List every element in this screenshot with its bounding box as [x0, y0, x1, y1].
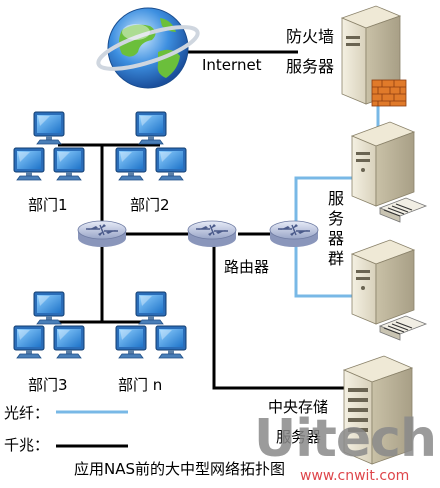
legend-gigabit-label: 千兆：: [4, 436, 49, 454]
figure-caption: 应用NAS前的大中型网络拓扑图: [74, 460, 285, 478]
dept-n-label: 部门 n: [118, 376, 162, 394]
server-group-label: 服 务 器 群: [328, 189, 344, 268]
legend-fiber-label: 光纤：: [4, 404, 49, 422]
computer-icon: [115, 325, 147, 359]
firewall-bricks: [371, 79, 407, 107]
firewall-server-icon: [340, 5, 407, 107]
router-icon: [269, 220, 319, 248]
firewall-label-line1: 防火墙: [286, 27, 334, 46]
department-3-computers: [13, 291, 85, 359]
legend: 光纤： 千兆：: [4, 404, 128, 454]
firewall-label-line2: 服务器: [286, 57, 334, 76]
storage-server-icon: [342, 355, 414, 465]
computer-icon: [135, 291, 167, 325]
central-storage-label-line2: 服务器: [276, 428, 321, 446]
computer-icon: [33, 111, 65, 145]
computer-icon: [155, 325, 187, 359]
gigabit-links: [58, 50, 345, 390]
server-group-char: 群: [328, 249, 344, 268]
internet-label: Internet: [202, 56, 262, 74]
computer-icon: [13, 325, 45, 359]
server-group-char: 器: [328, 229, 344, 248]
dept-1-label: 部门1: [28, 196, 68, 214]
server-disk-icon: [378, 197, 428, 223]
server-group-char: 务: [328, 209, 344, 228]
watermark-url: www.cnwit.com: [300, 468, 409, 484]
computer-icon: [53, 325, 85, 359]
central-storage-label-line1: 中央存储: [268, 398, 328, 416]
fiber-links: [294, 103, 380, 298]
computer-icon: [13, 147, 45, 181]
watermark: Uitech www.cnwit.com: [254, 409, 437, 484]
department-n-computers: [115, 291, 187, 359]
router-icon: [187, 220, 237, 248]
computer-icon: [155, 147, 187, 181]
computer-icon: [33, 291, 65, 325]
link-router3-server1: [294, 176, 354, 226]
dept-2-label: 部门2: [130, 196, 170, 214]
server-disk-icon: [378, 315, 428, 341]
computer-icon: [135, 111, 167, 145]
server-icon: [351, 239, 415, 325]
dept-3-label: 部门3: [28, 376, 68, 394]
globe-icon: [96, 7, 200, 89]
server-group-char: 服: [328, 189, 344, 208]
computer-icon: [53, 147, 85, 181]
router-icon: [77, 220, 127, 248]
server-icon: [351, 121, 415, 207]
computer-icon: [115, 147, 147, 181]
link-router3-server2: [294, 242, 354, 298]
router-label: 路由器: [224, 258, 269, 276]
watermark-brand: Uitech: [254, 409, 436, 469]
link-router2-central: [212, 242, 345, 390]
